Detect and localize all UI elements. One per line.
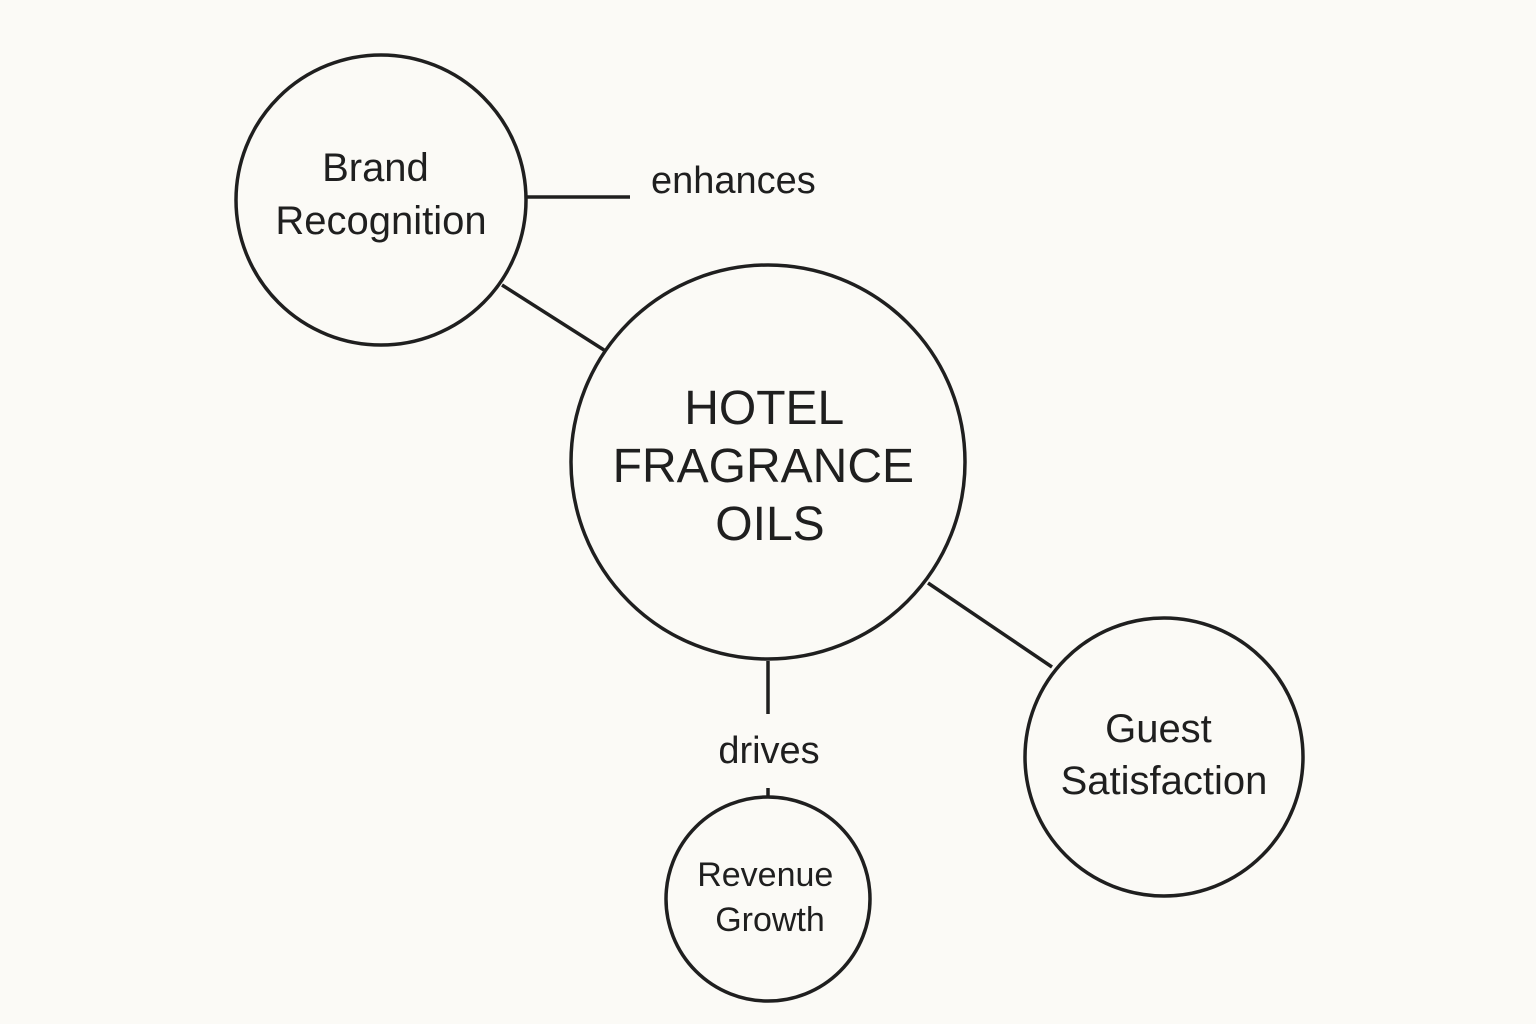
- node-guest-satisfaction-circle: [1023, 616, 1305, 898]
- node-revenue-growth: Revenue Growth: [664, 795, 872, 1003]
- node-center-label: HOTEL FRAGRANCE OILS: [613, 382, 928, 551]
- edge-center-to-guest: [927, 581, 1053, 669]
- node-hotel-fragrance-oils: HOTEL FRAGRANCE OILS: [569, 263, 967, 661]
- node-revenue-growth-circle: [664, 795, 872, 1003]
- node-brand-recognition-line-2: Recognition: [275, 199, 486, 243]
- node-guest-satisfaction-label: Guest Satisfaction: [1061, 707, 1268, 803]
- node-brand-recognition-circle: [234, 53, 528, 347]
- node-brand-recognition-label: Brand Recognition: [275, 146, 486, 243]
- node-revenue-growth-label: Revenue Growth: [697, 856, 843, 939]
- node-brand-recognition-line-1: Brand: [322, 146, 429, 190]
- node-revenue-growth-line-1: Revenue: [697, 856, 833, 894]
- node-revenue-growth-line-2: Growth: [715, 901, 825, 939]
- edge-label-drives: drives: [718, 730, 819, 772]
- node-guest-satisfaction-line-1: Guest: [1105, 707, 1212, 751]
- node-center-circle: [569, 263, 967, 661]
- edge-label-enhances: enhances: [651, 160, 816, 202]
- edge-brand-to-center: [501, 283, 605, 352]
- node-center-line-2: FRAGRANCE: [613, 440, 914, 493]
- node-guest-satisfaction-line-2: Satisfaction: [1061, 759, 1268, 803]
- node-center-line-1: HOTEL: [684, 382, 843, 435]
- node-brand-recognition: Brand Recognition: [234, 53, 528, 347]
- node-center-line-3: OILS: [715, 498, 824, 551]
- node-guest-satisfaction: Guest Satisfaction: [1023, 616, 1305, 898]
